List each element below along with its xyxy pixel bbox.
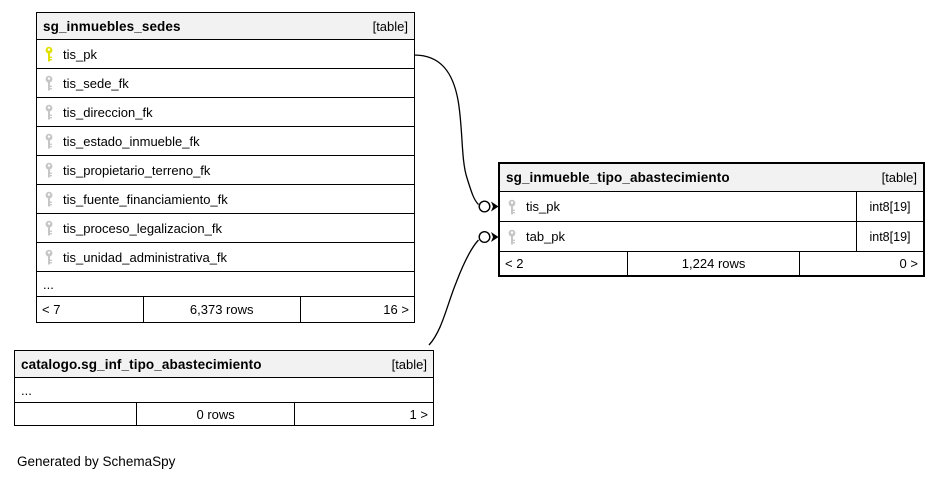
table-footer: < 7 6,373 rows 16 > [37, 297, 414, 322]
column-row[interactable]: tis_fuente_financiamiento_fk [37, 185, 414, 214]
table-header: sg_inmuebles_sedes [table] [37, 13, 414, 40]
ellipsis-row: ... [15, 378, 433, 403]
column-name: tis_pk [526, 199, 560, 214]
table-sg-inmuebles-sedes[interactable]: sg_inmuebles_sedes [table] tis_pk tis_se… [36, 12, 415, 323]
footer-parents-count[interactable]: 16 > [383, 302, 409, 317]
column-row[interactable]: tis_pk [37, 40, 414, 69]
foreign-key-icon [45, 75, 53, 91]
column-row[interactable]: tab_pk int8[19] [500, 222, 923, 252]
column-name: tis_direccion_fk [63, 104, 153, 120]
column-row[interactable]: tis_propietario_terreno_fk [37, 156, 414, 185]
zero-cardinality-circle [478, 200, 491, 213]
ellipsis-label: ... [43, 276, 54, 292]
column-name: tab_pk [526, 229, 566, 244]
table-type-badge: [table] [372, 18, 408, 34]
footer-parents-count[interactable]: 0 > [899, 256, 918, 271]
foreign-key-icon [45, 249, 53, 265]
column-row[interactable]: tis_pk int8[19] [500, 192, 923, 222]
table-header: catalogo.sg_inf_tipo_abastecimiento [tab… [15, 351, 433, 378]
foreign-key-icon [45, 162, 53, 178]
foreign-key-icon [45, 220, 53, 236]
table-name[interactable]: sg_inmuebles_sedes [43, 18, 181, 34]
table-header: sg_inmueble_tipo_abastecimiento [table] [500, 164, 923, 192]
footer-children-count[interactable]: < 2 [505, 256, 524, 271]
table-footer: 0 rows 1 > [15, 403, 433, 425]
footer-children-count[interactable]: < 7 [42, 302, 61, 317]
foreign-key-icon [45, 104, 53, 120]
column-name: tis_fuente_financiamiento_fk [63, 191, 228, 207]
foreign-key-icon [508, 199, 516, 214]
foreign-key-icon [45, 133, 53, 149]
relationship-line-tab-pk [428, 239, 479, 346]
column-row[interactable]: tis_direccion_fk [37, 98, 414, 127]
footer-row-count: 6,373 rows [142, 297, 301, 322]
ellipsis-label: ... [21, 382, 32, 398]
column-name: tis_estado_inmueble_fk [63, 133, 200, 149]
column-name: tis_unidad_administrativa_fk [63, 249, 228, 265]
table-name[interactable]: catalogo.sg_inf_tipo_abastecimiento [21, 356, 262, 372]
table-sg-inmueble-tipo-abastecimiento[interactable]: sg_inmueble_tipo_abastecimiento [table] … [498, 162, 925, 277]
column-name: tis_sede_fk [63, 75, 129, 91]
foreign-key-icon [508, 229, 516, 244]
footer-row-count: 0 rows [136, 403, 296, 425]
column-type: int8[19] [856, 192, 923, 221]
table-catalogo-sg-inf-tipo-abastecimiento[interactable]: catalogo.sg_inf_tipo_abastecimiento [tab… [14, 350, 434, 426]
zero-cardinality-circle [478, 230, 491, 243]
table-type-badge: [table] [881, 170, 917, 185]
relationship-line-tis-pk [413, 54, 479, 205]
table-type-badge: [table] [391, 356, 427, 372]
column-type: int8[19] [856, 222, 923, 251]
column-row[interactable]: tis_unidad_administrativa_fk [37, 243, 414, 272]
generated-by-label: Generated by SchemaSpy [17, 454, 176, 469]
column-name: tis_proceso_legalizacion_fk [63, 220, 222, 236]
footer-children-count [15, 403, 136, 425]
primary-key-icon [45, 46, 53, 62]
table-footer: < 2 1,224 rows 0 > [500, 252, 923, 275]
footer-parents-count[interactable]: 1 > [409, 406, 428, 422]
column-name: tis_propietario_terreno_fk [63, 162, 211, 178]
column-name: tis_pk [63, 46, 97, 62]
table-name[interactable]: sg_inmueble_tipo_abastecimiento [506, 170, 730, 185]
column-row[interactable]: tis_sede_fk [37, 69, 414, 98]
ellipsis-row: ... [37, 272, 414, 297]
foreign-key-icon [45, 191, 53, 207]
column-row[interactable]: tis_proceso_legalizacion_fk [37, 214, 414, 243]
column-row[interactable]: tis_estado_inmueble_fk [37, 127, 414, 156]
footer-row-count: 1,224 rows [626, 252, 801, 275]
